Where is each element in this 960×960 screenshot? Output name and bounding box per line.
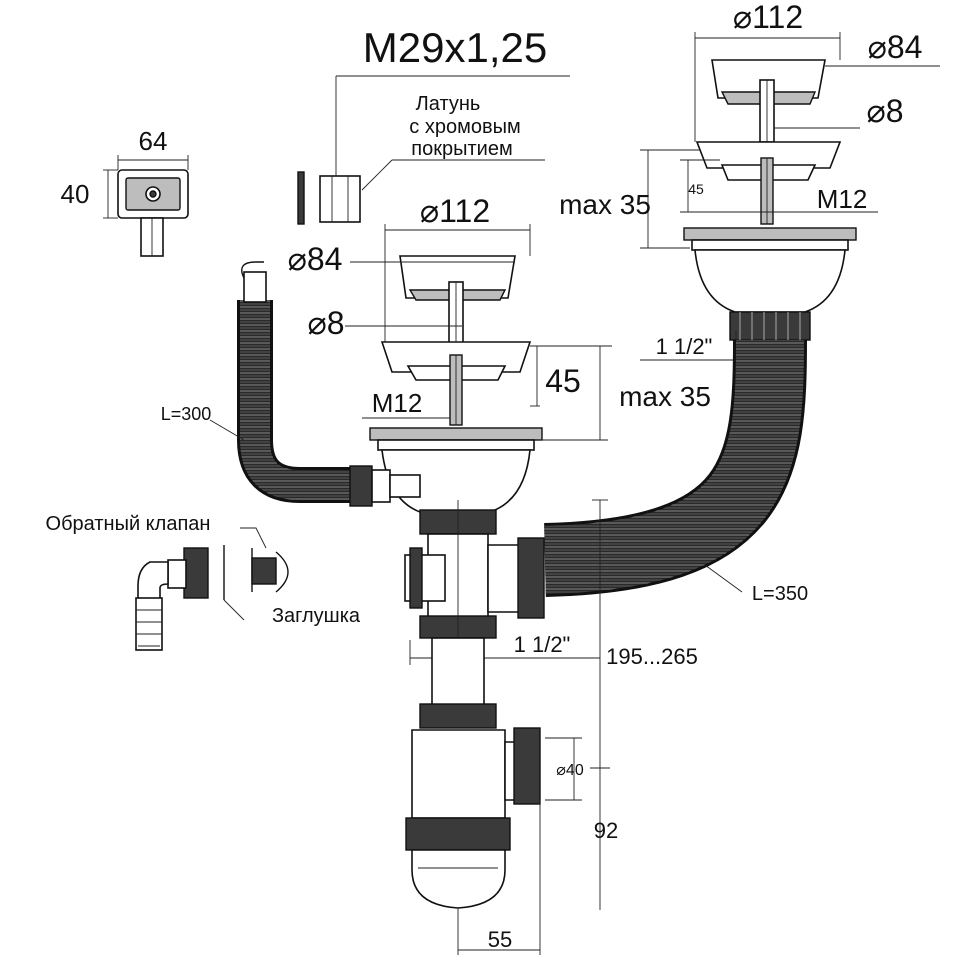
label-right-45: 45 bbox=[688, 181, 704, 197]
dim-64 bbox=[117, 155, 189, 170]
check-valve bbox=[135, 547, 209, 651]
label-brass-1: Латунь bbox=[416, 93, 481, 115]
label-left-45: 45 bbox=[545, 363, 581, 399]
label-l350: L=350 bbox=[752, 583, 808, 605]
label-left-max35: max 35 bbox=[619, 381, 711, 412]
label-d40: ⌀40 bbox=[556, 762, 584, 779]
left-dims bbox=[345, 224, 612, 441]
overflow-box bbox=[117, 169, 189, 257]
label-right-max35: max 35 bbox=[559, 189, 651, 220]
label-left-m12: M12 bbox=[372, 388, 423, 418]
label-l300: L=300 bbox=[161, 404, 212, 424]
label-40: 40 bbox=[61, 179, 90, 209]
label-64: 64 bbox=[139, 126, 168, 156]
central-tee bbox=[404, 500, 545, 700]
label-lower-inch: 1 1/2" bbox=[514, 632, 571, 657]
left-strainer bbox=[369, 255, 543, 513]
label-range: 195...265 bbox=[606, 644, 698, 669]
label-right-d84: ⌀84 bbox=[868, 29, 923, 65]
label-brass-3: покрытием bbox=[411, 138, 512, 160]
label-brass-2: с хромовым bbox=[409, 116, 520, 138]
d40-dim bbox=[545, 737, 610, 801]
label-55: 55 bbox=[488, 927, 512, 952]
label-right-m12: M12 bbox=[817, 184, 868, 214]
bottle-trap bbox=[405, 637, 541, 909]
brass-nut bbox=[297, 75, 570, 225]
label-check-valve: Обратный клапан bbox=[46, 513, 211, 535]
label-92: 92 bbox=[594, 818, 618, 843]
label-right-d8: ⌀8 bbox=[866, 93, 903, 129]
right-strainer bbox=[683, 59, 857, 341]
label-left-d112: ⌀112 bbox=[420, 193, 490, 229]
label-right-inch: 1 1/2" bbox=[656, 334, 713, 359]
left-hose bbox=[209, 261, 421, 507]
label-left-d8: ⌀8 bbox=[307, 305, 344, 341]
label-left-d84: ⌀84 bbox=[288, 241, 343, 277]
w55-dim bbox=[457, 800, 541, 955]
label-plug: Заглушка bbox=[272, 605, 361, 627]
label-right-d112: ⌀112 bbox=[733, 0, 803, 35]
plug-part bbox=[223, 527, 289, 621]
label-m29: M29x1,25 bbox=[363, 24, 547, 71]
dim-40 bbox=[103, 169, 118, 219]
right-dims bbox=[640, 32, 940, 370]
right-hose bbox=[544, 339, 807, 597]
range-dim bbox=[592, 499, 608, 910]
